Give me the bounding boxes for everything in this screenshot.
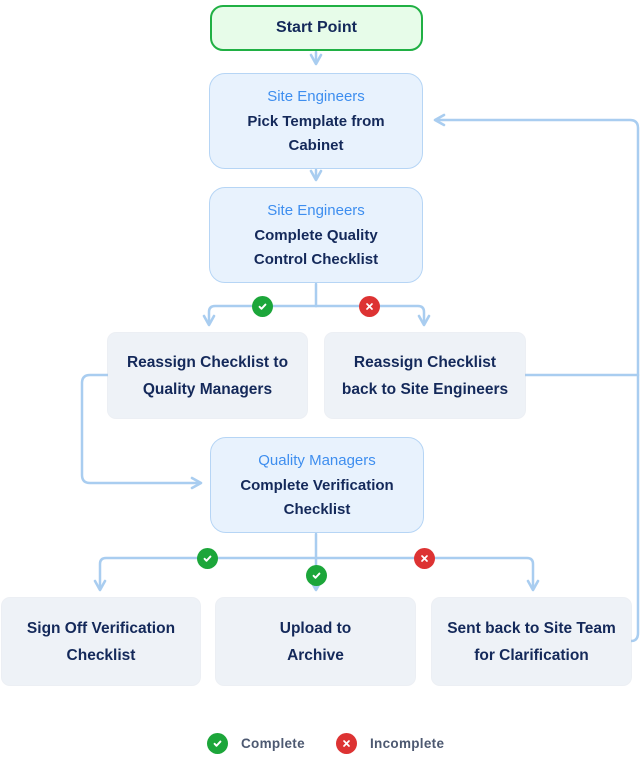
node-reassign-site-engineers: Reassign Checklist back to Site Engineer… [325, 333, 525, 418]
node-qc-checklist-role: Site Engineers [267, 201, 365, 219]
connector-verification-sentback [314, 556, 540, 592]
cross-icon [414, 548, 435, 569]
node-start: Start Point [210, 5, 423, 51]
node-sent-back: Sent back to Site Team for Clarification [432, 598, 631, 685]
legend-complete: Complete [207, 733, 305, 754]
node-pick-template-role: Site Engineers [267, 87, 365, 105]
legend-complete-label: Complete [241, 736, 305, 751]
check-icon [306, 565, 327, 586]
node-qc-checklist: Site Engineers Complete Quality Control … [209, 187, 423, 283]
node-sign-off-label: Sign Off Verification Checklist [26, 619, 176, 664]
connector-feedback-loop [433, 113, 640, 643]
node-pick-template-label: Pick Template from Cabinet [247, 112, 385, 154]
node-sent-back-label: Sent back to Site Team for Clarification [447, 619, 616, 664]
legend-incomplete-label: Incomplete [370, 736, 445, 751]
node-verification-checklist-role: Quality Managers [258, 451, 376, 469]
cross-icon [336, 733, 357, 754]
connector-qc-complete [202, 304, 318, 327]
node-verification-checklist-label: Complete Verification Checklist [240, 476, 394, 518]
check-icon [207, 733, 228, 754]
node-qc-checklist-label: Complete Quality Control Checklist [253, 226, 379, 268]
node-verification-checklist: Quality Managers Complete Verification C… [210, 437, 424, 533]
node-pick-template: Site Engineers Pick Template from Cabine… [209, 73, 423, 169]
node-reassign-quality-managers: Reassign Checklist to Quality Managers [108, 333, 307, 418]
connector-qc-incomplete [314, 304, 431, 327]
node-reassign-quality-managers-label: Reassign Checklist to Quality Managers [126, 353, 289, 398]
connector-verification-signoff [93, 556, 318, 592]
check-icon [197, 548, 218, 569]
check-icon [252, 296, 273, 317]
node-sign-off: Sign Off Verification Checklist [2, 598, 200, 685]
node-start-label: Start Point [276, 19, 357, 36]
node-upload-archive-label: Upload to Archive [279, 619, 352, 664]
legend-incomplete: Incomplete [336, 733, 444, 754]
node-upload-archive: Upload to Archive [216, 598, 415, 685]
node-reassign-site-engineers-label: Reassign Checklist back to Site Engineer… [341, 353, 509, 398]
cross-icon [359, 296, 380, 317]
connector-reassign-to-verification [80, 373, 203, 490]
